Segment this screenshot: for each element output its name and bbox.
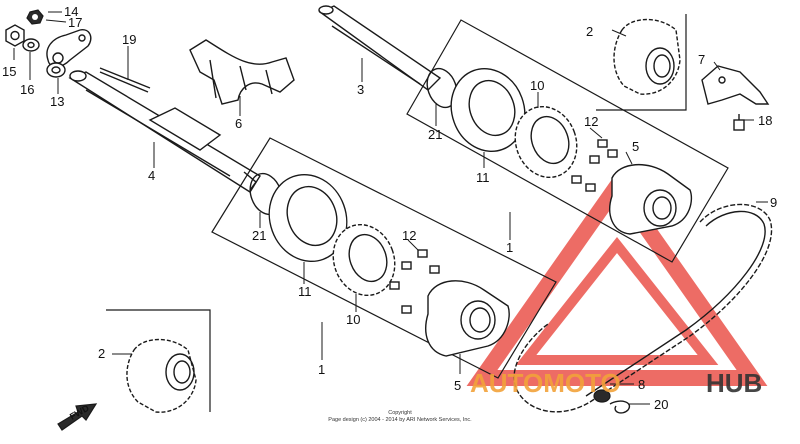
copyright-line2: Page design (c) 2004 - 2014 by ARI Netwo…	[328, 417, 472, 423]
callout-3: 3	[357, 82, 364, 97]
callout-1-upper: 1	[506, 240, 513, 255]
watermark-part2: HUB	[706, 368, 762, 398]
cam-2-lower	[106, 309, 211, 413]
callout-18: 18	[758, 113, 772, 128]
callout-17: 17	[68, 15, 82, 30]
plate-11-lower	[268, 173, 348, 263]
callout-19: 19	[122, 32, 136, 47]
plate-11-upper	[450, 67, 526, 153]
callout-10-lower: 10	[346, 312, 360, 327]
leader-lines	[13, 11, 768, 405]
callout-numbers: 14 17 19 15 16 13 6 3 2 7 18 4 21 11 10 …	[2, 4, 777, 412]
callout-2-upper: 2	[586, 24, 593, 39]
sprocket-10-lower	[332, 223, 396, 297]
washer-13	[46, 62, 66, 78]
callout-2-lower: 2	[98, 346, 105, 361]
callout-15: 15	[2, 64, 16, 79]
callout-5-upper: 5	[632, 139, 639, 154]
watermark-part1: AUTOMOTO	[470, 368, 621, 398]
callout-11-lower: 11	[298, 284, 312, 299]
rollers-12-upper	[571, 139, 618, 192]
callout-6: 6	[235, 116, 242, 131]
watermark-text: AUTOMOTO HUB	[470, 368, 762, 398]
cam-2-upper	[596, 14, 687, 111]
upper-assembly-box	[406, 19, 729, 263]
cam-5-lower	[425, 280, 510, 357]
callout-11-upper: 11	[476, 170, 490, 185]
cam-5-upper	[609, 163, 693, 235]
callout-8: 8	[638, 377, 645, 392]
rollers-12-lower	[389, 249, 440, 314]
clip-20	[609, 400, 631, 414]
stopper-7	[701, 65, 770, 105]
callout-13: 13	[50, 94, 64, 109]
watermark-logo	[466, 172, 768, 386]
callout-9: 9	[770, 195, 777, 210]
copyright-notice: Copyright Page design (c) 2004 - 2014 by…	[328, 410, 472, 423]
nut-14	[26, 9, 44, 25]
shaft-4	[68, 70, 261, 193]
callout-21-upper: 21	[428, 127, 442, 142]
callout-7: 7	[698, 52, 705, 67]
callout-10-upper: 10	[530, 78, 544, 93]
callout-12-upper: 12	[584, 114, 598, 129]
shift-fork-6	[189, 39, 295, 105]
callout-20: 20	[654, 397, 668, 412]
arm-17	[46, 29, 92, 68]
callout-16: 16	[20, 82, 34, 97]
callout-14: 14	[64, 4, 78, 19]
callout-12-lower: 12	[402, 228, 416, 243]
copyright-line1: Copyright	[388, 410, 412, 416]
washer-16	[22, 38, 40, 52]
nut-15	[5, 24, 25, 47]
chain-9	[513, 203, 773, 413]
sprocket-10-upper	[514, 105, 578, 179]
pin-8	[593, 389, 611, 403]
callout-21-lower: 21	[252, 228, 266, 243]
callout-1-lower: 1	[318, 362, 325, 377]
bolt-18	[733, 114, 745, 131]
fwd-arrow-icon: FWD	[57, 403, 98, 431]
callout-5-lower: 5	[454, 378, 461, 393]
callout-4: 4	[148, 168, 155, 183]
stud-19	[99, 67, 151, 93]
shaft-3	[318, 5, 442, 91]
lower-assembly-box	[211, 137, 557, 379]
ring-21-upper	[426, 67, 458, 109]
